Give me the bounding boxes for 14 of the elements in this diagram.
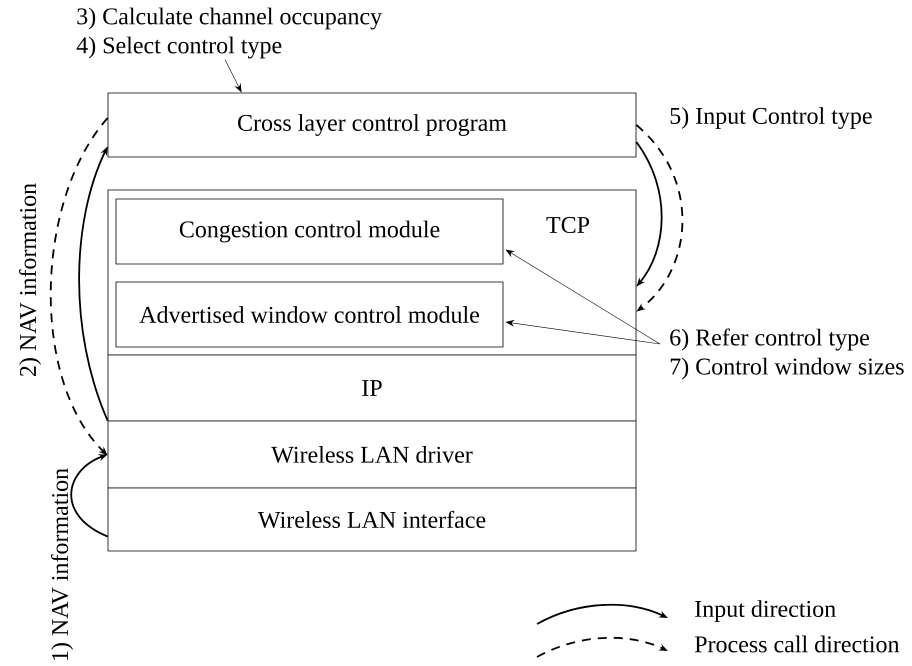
layer-box: IP: [108, 354, 636, 422]
edge-label: 5) Input Control type: [670, 107, 872, 129]
note-text: 6) Refer control type 7) Control window sizes: [670, 328, 904, 380]
arrow: [70, 454, 108, 538]
module-box: Advertised window control module: [116, 282, 504, 348]
note-text: 3) Calculate channel occupancy 4) Select control type: [76, 8, 382, 58]
module-box: Congestion control module: [116, 198, 504, 264]
layer-box: Wireless LAN interface: [108, 488, 636, 552]
legend-text: Process call direction: [694, 636, 900, 652]
edge-label: 1) NAV information: [51, 468, 73, 660]
edge-label: 2) NAV information: [19, 183, 41, 376]
layer-box: Wireless LAN driver: [108, 420, 636, 488]
program-box: Cross layer control program: [108, 92, 636, 158]
legend-text: Input direction: [695, 600, 836, 622]
